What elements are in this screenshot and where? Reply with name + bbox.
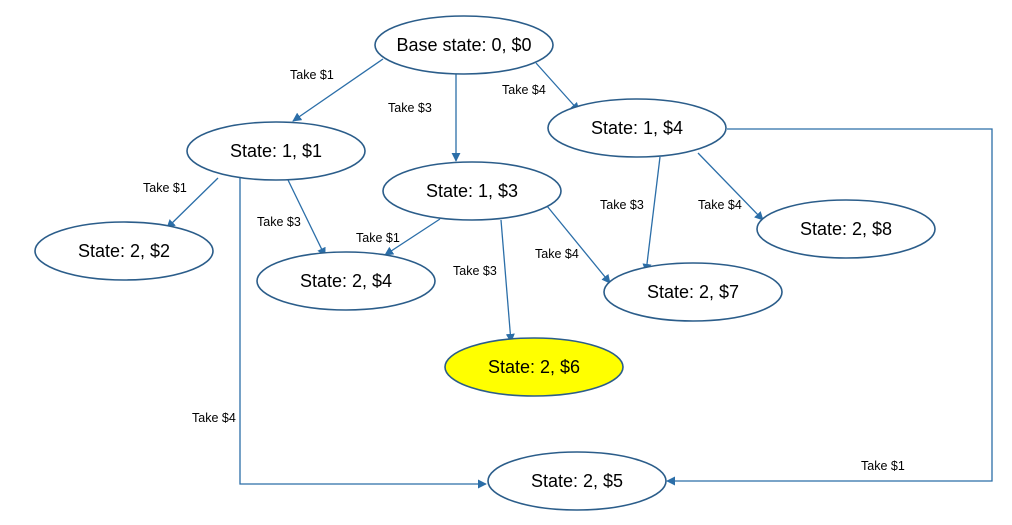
node-ellipse	[487, 451, 667, 511]
node-label: Base state: 0, $0	[396, 35, 531, 55]
node-ellipse	[382, 161, 562, 221]
node-s2_2: State: 2, $2	[34, 221, 214, 281]
edge-label: Take $3	[388, 101, 432, 115]
node-ellipse	[34, 221, 214, 281]
node-label: State: 2, $6	[488, 357, 580, 377]
node-label: State: 2, $2	[78, 241, 170, 261]
edge-label: Take $4	[698, 198, 742, 212]
edge-s1_4-to-s2_8	[697, 152, 764, 221]
node-s2_6: State: 2, $6	[444, 337, 624, 397]
edge-s1_3-to-s2_7	[546, 205, 611, 284]
edge-s1_3-to-s2_6	[500, 219, 515, 343]
node-ellipse	[603, 262, 783, 322]
node-label: State: 1, $3	[426, 181, 518, 201]
node-s1_4: State: 1, $4	[547, 98, 727, 158]
node-label: State: 1, $4	[591, 118, 683, 138]
node-s2_4: State: 2, $4	[256, 251, 436, 311]
edge-s1_1-to-s2_2	[166, 177, 219, 229]
edge-s1_1-to-s2_5	[239, 178, 487, 489]
edge-s1_1-to-s2_4	[287, 179, 326, 257]
node-s1_3: State: 1, $3	[382, 161, 562, 221]
node-ellipse	[186, 121, 366, 181]
edges-layer	[166, 58, 993, 489]
edge-label: Take $1	[290, 68, 334, 82]
edge-label: Take $3	[600, 198, 644, 212]
node-label: State: 2, $5	[531, 471, 623, 491]
edge-label: Take $4	[535, 247, 579, 261]
edge-base-to-s1_1	[292, 58, 384, 122]
edge-label: Take $1	[861, 459, 905, 473]
node-s2_8: State: 2, $8	[756, 199, 936, 259]
node-label: State: 2, $7	[647, 282, 739, 302]
edge-s1_4-to-s2_5	[666, 128, 993, 486]
node-ellipse	[374, 15, 554, 75]
edge-label: Take $3	[257, 215, 301, 229]
edge-labels-layer: Take $1 Take $3 Take $4 Take $1 Take $3 Take …	[143, 68, 905, 473]
edge-label: Take $4	[192, 411, 236, 425]
node-ellipse	[256, 251, 436, 311]
node-label: State: 2, $4	[300, 271, 392, 291]
node-s2_7: State: 2, $7	[603, 262, 783, 322]
highlighted-node-ellipse	[444, 337, 624, 397]
nodes-layer: Base state: 0, $0 State: 1, $1 State: 1, $…	[34, 15, 936, 511]
node-s2_5: State: 2, $5	[487, 451, 667, 511]
edge-label: Take $4	[502, 83, 546, 97]
node-label: State: 1, $1	[230, 141, 322, 161]
edge-label: Take $1	[356, 231, 400, 245]
node-base: Base state: 0, $0	[374, 15, 554, 75]
node-ellipse	[756, 199, 936, 259]
edge-s1_4-to-s2_7	[642, 156, 661, 273]
node-label: State: 2, $8	[800, 219, 892, 239]
edge-label: Take $1	[143, 181, 187, 195]
edge-label: Take $3	[453, 264, 497, 278]
edge-base-to-s1_4	[535, 62, 580, 112]
edge-s1_3-to-s2_4	[384, 218, 441, 256]
node-ellipse	[547, 98, 727, 158]
node-s1_1: State: 1, $1	[186, 121, 366, 181]
